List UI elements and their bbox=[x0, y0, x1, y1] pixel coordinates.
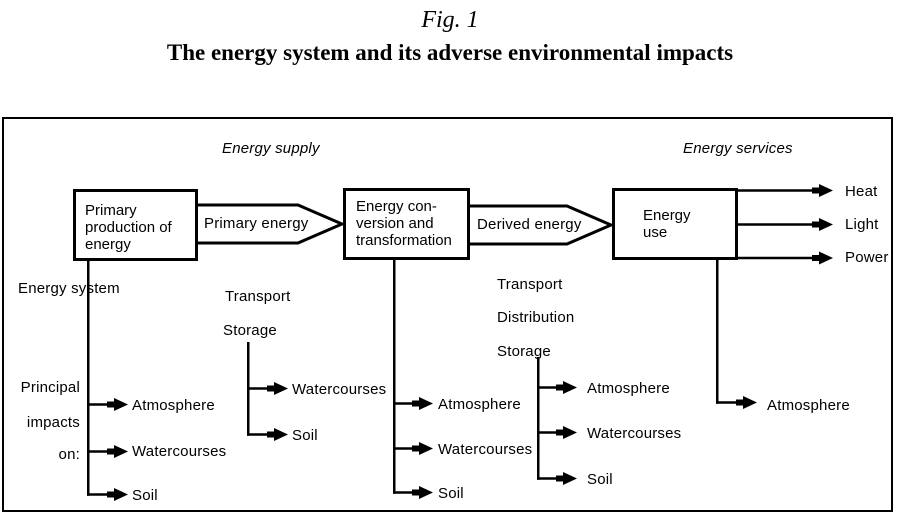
branch-label-watercourses: Watercourses bbox=[132, 443, 227, 460]
figure-label: Fig. 1 bbox=[421, 7, 479, 33]
arrowhead-icon bbox=[812, 218, 833, 231]
section-label-energy-services: Energy services bbox=[683, 140, 793, 157]
column-header-distribution: Distribution bbox=[497, 309, 575, 326]
branch-label-soil: Soil bbox=[438, 485, 464, 502]
supply-chain-impacts-connector bbox=[247, 342, 270, 436]
output-label-heat: Heat bbox=[845, 183, 878, 200]
arrowhead-icon bbox=[812, 184, 833, 197]
branch-label-soil: Soil bbox=[292, 427, 318, 444]
branch-label-watercourses: Watercourses bbox=[292, 381, 387, 398]
box-text-line: use bbox=[643, 224, 668, 241]
label-on: on: bbox=[58, 446, 80, 463]
output-lines bbox=[736, 189, 816, 260]
output-label-power: Power bbox=[845, 249, 889, 266]
box-text-line: version and bbox=[356, 215, 434, 232]
box-text-line: transformation bbox=[356, 232, 452, 249]
branch-label-atmosphere: Atmosphere bbox=[767, 397, 850, 414]
label-energy-system: Energy system bbox=[18, 280, 120, 297]
flow-label-derived-energy: Derived energy bbox=[477, 216, 582, 233]
branch-label-atmosphere: Atmosphere bbox=[132, 397, 215, 414]
branch-label-soil: Soil bbox=[587, 471, 613, 488]
arrowhead-icon bbox=[412, 442, 433, 455]
box-text-line: production of bbox=[85, 219, 172, 236]
branch-label-watercourses: Watercourses bbox=[438, 441, 533, 458]
arrowhead-icon bbox=[736, 396, 757, 409]
branch-label-soil: Soil bbox=[132, 487, 158, 504]
branch-label-watercourses: Watercourses bbox=[587, 425, 682, 442]
flow-arrow-primary-energy bbox=[198, 203, 346, 245]
arrowhead-icon bbox=[107, 398, 128, 411]
column-header-storage: Storage bbox=[223, 322, 277, 339]
branch-label-atmosphere: Atmosphere bbox=[438, 396, 521, 413]
flow-arrow-derived-energy bbox=[470, 204, 615, 246]
arrowhead-icon bbox=[107, 445, 128, 458]
box-text-line: energy bbox=[85, 236, 131, 253]
arrowhead-icon bbox=[267, 382, 288, 395]
arrowhead-icon bbox=[556, 472, 577, 485]
box-primary-production: Primary production of energy bbox=[73, 189, 198, 261]
arrowhead-icon bbox=[556, 381, 577, 394]
column-header-storage: Storage bbox=[497, 343, 551, 360]
label-principal: Principal bbox=[20, 379, 80, 396]
box-text-line: Energy con- bbox=[356, 198, 437, 215]
arrowhead-icon bbox=[812, 251, 833, 265]
distribution-impacts-connector bbox=[537, 357, 560, 480]
output-label-light: Light bbox=[845, 216, 879, 233]
arrowhead-icon bbox=[107, 488, 128, 501]
branch-label-atmosphere: Atmosphere bbox=[587, 380, 670, 397]
box-text-line: Primary bbox=[85, 202, 137, 219]
box-energy-conversion: Energy con- version and transformation bbox=[343, 188, 470, 260]
box-energy-use: Energy use bbox=[612, 188, 738, 260]
flow-label-primary-energy: Primary energy bbox=[204, 215, 309, 232]
conversion-impacts-connector bbox=[393, 258, 416, 494]
figure-title: The energy system and its adverse enviro… bbox=[166, 40, 734, 65]
arrowhead-icon bbox=[267, 428, 288, 441]
use-impacts-connector bbox=[716, 258, 740, 404]
column-header-transport: Transport bbox=[497, 276, 563, 293]
arrowhead-icon bbox=[412, 486, 433, 499]
box-text-line: Energy bbox=[643, 207, 691, 224]
diagram-frame bbox=[2, 117, 893, 512]
column-header-transport: Transport bbox=[225, 288, 291, 305]
arrowhead-icon bbox=[556, 426, 577, 439]
arrowhead-icon bbox=[412, 397, 433, 410]
label-impacts: impacts bbox=[26, 414, 80, 431]
section-label-energy-supply: Energy supply bbox=[222, 140, 320, 157]
